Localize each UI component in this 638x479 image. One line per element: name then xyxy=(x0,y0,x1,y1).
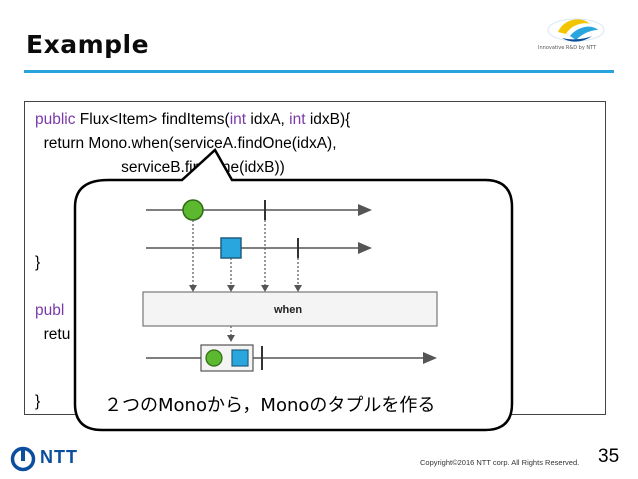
code-line: return Mono.when(serviceA.findOne(idxA), xyxy=(35,135,337,153)
logo-tagline: Innovative R&D by NTT xyxy=(538,45,597,51)
code-text: Flux<Item> findItems( xyxy=(75,111,230,128)
when-operator-label: when xyxy=(273,304,302,316)
code-text: } xyxy=(35,393,41,410)
when-operator-box xyxy=(142,291,438,327)
bubble-caption: ２つのMonoから，Monoのタプルを作る xyxy=(104,395,436,416)
timeline-a-arrow-icon xyxy=(358,204,372,216)
speech-bubble xyxy=(73,148,514,432)
code-line: } xyxy=(35,254,40,272)
copyright-text: Copyright©2016 NTT corp. All Rights Rese… xyxy=(420,458,580,467)
code-keyword: publ xyxy=(35,302,65,319)
slide-title: Example xyxy=(26,30,150,59)
tuple-green-marble xyxy=(205,349,223,367)
ntt-logo-icon xyxy=(10,446,36,472)
blue-marble xyxy=(220,237,242,259)
code-text: return Mono.when(serviceA.findOne(idxA), xyxy=(35,135,337,152)
page-number: 35 xyxy=(598,446,620,467)
code-line: } xyxy=(35,393,40,411)
green-marble xyxy=(182,199,204,221)
timeline-b-arrow-icon xyxy=(358,242,372,254)
company-name: NTT xyxy=(40,447,78,467)
tuple-blue-marble xyxy=(231,349,249,367)
code-line: publ xyxy=(35,302,64,320)
code-line: retu xyxy=(35,326,71,344)
code-keyword: int xyxy=(289,111,306,128)
code-line: public Flux<Item> findItems(int idxA, in… xyxy=(35,111,350,129)
code-text: idxA, xyxy=(246,111,290,128)
code-keyword: public xyxy=(35,111,76,128)
title-divider xyxy=(24,70,614,73)
code-text: retu xyxy=(35,326,71,343)
ntt-rd-logo-icon xyxy=(547,18,605,42)
result-arrow-icon xyxy=(423,352,437,364)
code-keyword: int xyxy=(229,111,247,128)
code-text: } xyxy=(35,254,41,271)
code-text: idxB){ xyxy=(305,111,351,128)
